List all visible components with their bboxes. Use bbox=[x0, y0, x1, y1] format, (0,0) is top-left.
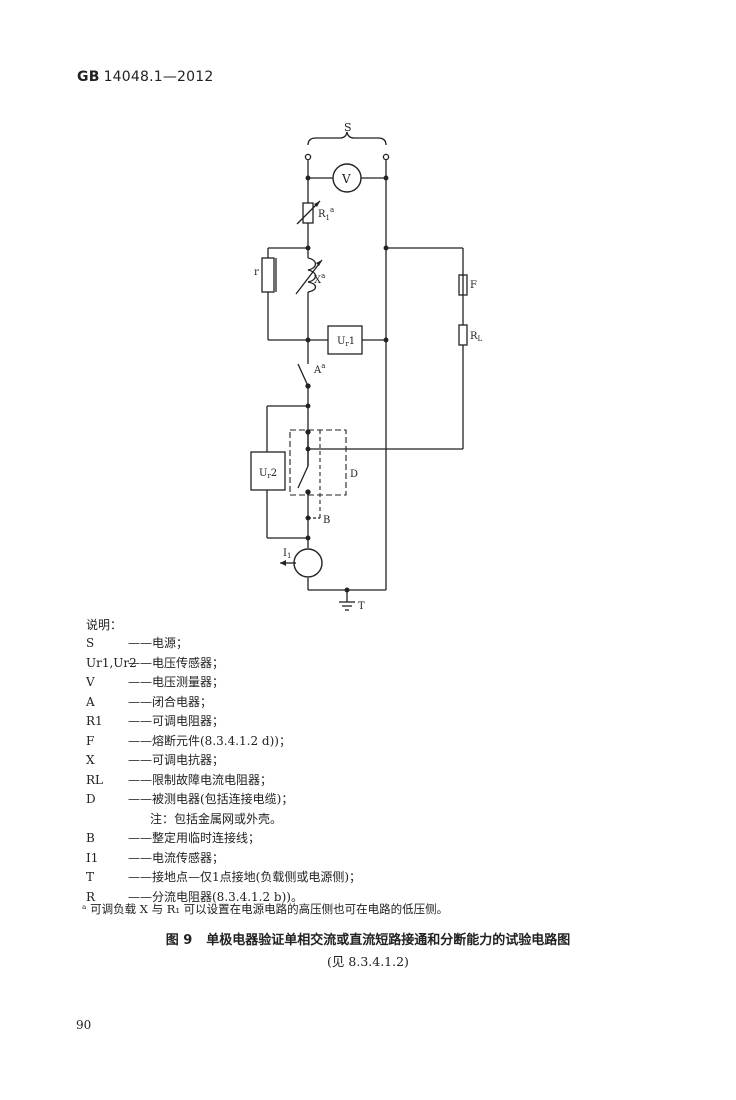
label-switch-a: Aa bbox=[313, 362, 325, 376]
fuse-f-icon bbox=[458, 274, 468, 296]
label-shunt-r: r bbox=[254, 267, 259, 278]
label-link-b: B bbox=[323, 515, 330, 526]
label-voltmeter: V bbox=[341, 172, 351, 186]
source-bracket bbox=[307, 131, 387, 146]
label-device-d: D bbox=[350, 469, 358, 480]
source-terminal-left bbox=[304, 153, 312, 161]
label-source: S bbox=[344, 121, 352, 134]
legend-item: RL——限制故障电流电阻器； bbox=[86, 772, 273, 787]
earth-icon bbox=[339, 590, 355, 611]
label-earth: T bbox=[358, 601, 365, 612]
standard-number: 14048.1—2012 bbox=[103, 69, 214, 85]
test-circuit-diagram: S V R1a Xa r Ur1 bbox=[250, 121, 483, 612]
label-r1: R1a bbox=[318, 206, 334, 222]
legend-item: F——熔断元件(8.3.4.1.2 d))； bbox=[86, 733, 291, 748]
legend-heading: 说明： bbox=[86, 618, 123, 632]
legend-item: X——可调电抗器； bbox=[86, 753, 225, 767]
legend-item: T——接地点—仅1点接地(负载侧或电源侧)； bbox=[86, 870, 361, 884]
legend-item: S——电源； bbox=[86, 636, 189, 650]
voltage-sensor-ur1-icon bbox=[327, 325, 363, 355]
variable-resistor-r1-icon bbox=[296, 200, 321, 225]
figure-label: 图 9 bbox=[165, 933, 193, 948]
legend-item: R——分流电阻器(8.3.4.1.2 b))。 bbox=[86, 889, 303, 904]
variable-reactor-x-icon bbox=[295, 257, 323, 295]
label-x: Xa bbox=[314, 272, 325, 286]
figure-title: 单极电器验证单相交流或直流短路接通和分断能力的试验电路图 bbox=[206, 933, 571, 948]
legend-item: I1——电流传感器； bbox=[86, 850, 225, 865]
label-rl: RL bbox=[470, 331, 483, 343]
label-ur2: Ur2 bbox=[259, 468, 277, 480]
label-current-sensor: I1 bbox=[283, 548, 291, 560]
closing-switch-a-icon bbox=[297, 363, 311, 389]
voltmeter-icon bbox=[332, 163, 362, 193]
voltage-sensor-ur2-icon bbox=[250, 451, 286, 491]
load-resistor-rl-icon bbox=[458, 324, 468, 346]
legend-item: V——电压测量器； bbox=[86, 675, 225, 689]
figure-caption: 图 9 单极电器验证单相交流或直流短路接通和分断能力的试验电路图 bbox=[0, 929, 736, 948]
label-ur1: Ur1 bbox=[337, 336, 355, 348]
figure-reference: (见 8.3.4.1.2) bbox=[327, 954, 409, 969]
temporary-link-b bbox=[305, 430, 321, 521]
legend-note: 注：包括金属网或外壳。 bbox=[150, 811, 283, 826]
shunt-resistor-r-icon bbox=[261, 257, 277, 293]
legend-item: B——整定用临时连接线； bbox=[86, 831, 261, 845]
source-terminal-right bbox=[382, 153, 390, 161]
footnote: ᵃ 可调负载 X 与 R₁ 可以设置在电源电路的高压侧也可在电路的低压侧。 bbox=[82, 902, 449, 916]
label-fuse-f: F bbox=[470, 280, 477, 291]
legend-item: A——闭合电器； bbox=[86, 694, 213, 709]
standard-prefix: GB bbox=[77, 69, 100, 85]
device-under-test-d bbox=[289, 429, 347, 496]
legend-item: Ur1,Ur2——电压传感器； bbox=[86, 655, 225, 670]
page-number: 90 bbox=[76, 1018, 92, 1032]
current-sensor-i1-icon bbox=[280, 548, 323, 578]
legend: 说明： S——电源； Ur1,Ur2——电压传感器； V——电压测量器； A——… bbox=[86, 616, 606, 907]
legend-item: R1——可调电阻器； bbox=[86, 714, 225, 728]
legend-item: D——被测电器(包括连接电缆)； bbox=[86, 792, 294, 806]
